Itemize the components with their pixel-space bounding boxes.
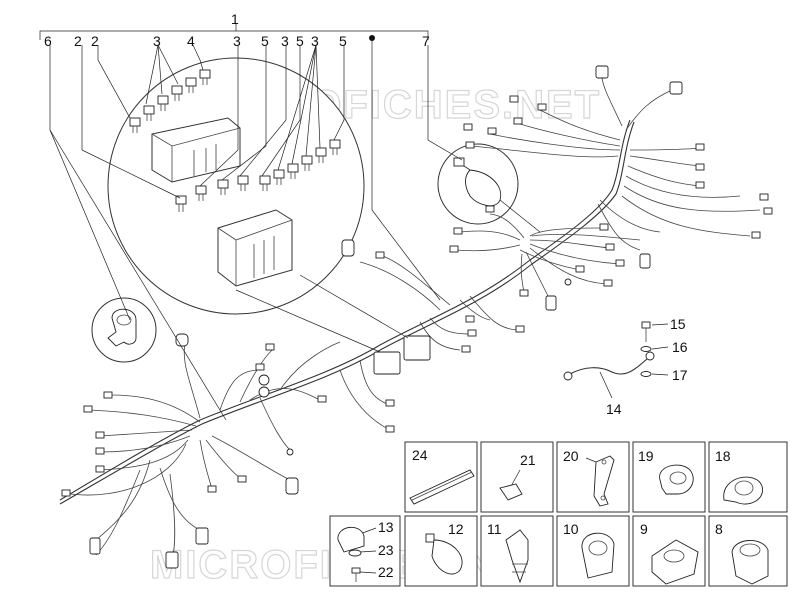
leader-lines	[49, 35, 669, 421]
callout-24: 24	[412, 447, 428, 463]
callout-21: 21	[520, 452, 536, 468]
callout-5: 5	[339, 33, 347, 49]
fuse-icon	[273, 169, 285, 185]
fuse-icon	[199, 69, 211, 85]
callout-6: 6	[44, 33, 52, 49]
callout-20: 20	[563, 448, 579, 464]
callout-5: 5	[261, 33, 269, 49]
clamp-icon	[337, 526, 365, 553]
clamp-icon	[659, 464, 694, 495]
tape-icon	[409, 469, 475, 505]
part-box-19: 19	[632, 441, 706, 513]
callout-4: 4	[187, 33, 195, 49]
clamp-icon	[723, 476, 763, 505]
washer-icon	[348, 549, 362, 557]
callout-7: 7	[422, 33, 430, 49]
fuse-icon	[287, 163, 299, 179]
fuse-icon	[175, 195, 187, 212]
assembly-bracket	[39, 23, 429, 40]
callout-15: 15	[670, 316, 686, 332]
part-box-21: 21	[480, 441, 554, 513]
callout-3: 3	[153, 33, 161, 49]
callout-17: 17	[672, 367, 688, 383]
callout-14: 14	[606, 401, 622, 417]
fuse-icon	[315, 147, 327, 163]
callout-23: 23	[378, 542, 394, 558]
callout-5: 5	[296, 33, 304, 49]
callout-11: 11	[487, 521, 502, 537]
callout-2: 2	[74, 33, 82, 49]
parts-grid: 24 21 20 19 18 13 23	[329, 441, 788, 587]
callout-3: 3	[281, 33, 289, 49]
cable-tie-detail-circle	[437, 143, 519, 225]
holder-icon	[581, 532, 615, 579]
callout-18: 18	[715, 448, 731, 464]
ground-cable	[563, 351, 655, 381]
callout-12: 12	[448, 521, 464, 537]
fuse-icon	[195, 185, 207, 201]
main-wiring-harness	[59, 77, 761, 561]
cable-tie-icon	[425, 533, 463, 575]
fuse-icon	[157, 95, 169, 111]
fuse-set-upper	[129, 69, 211, 133]
part-box-18: 18	[708, 441, 788, 513]
nut-icon	[640, 371, 652, 377]
relay-holder-icon	[217, 209, 293, 287]
callout-10: 10	[563, 521, 579, 537]
holder-icon	[731, 540, 769, 585]
fuse-icon	[171, 85, 183, 101]
fuse-icon	[329, 139, 341, 155]
fuse-icon	[259, 175, 271, 191]
callout-13: 13	[378, 519, 394, 535]
callout-22: 22	[378, 564, 394, 580]
callout-8: 8	[715, 521, 723, 537]
clip-detail-circle	[91, 297, 157, 363]
fuse-icon	[237, 175, 249, 191]
callout-2: 2	[91, 33, 99, 49]
fuse-icon	[217, 179, 229, 195]
callout-19: 19	[638, 448, 654, 464]
fuse-icon	[185, 77, 197, 93]
part-box-9: 9	[632, 515, 706, 587]
callout-labels: 1 6 2 2 3 4 3 5 3 5 3 5 7 15 16 17 14	[44, 11, 688, 417]
part-box-10: 10	[556, 515, 630, 587]
callout-16: 16	[672, 339, 688, 355]
callout-1: 1	[231, 11, 239, 27]
part-box-12: 12	[404, 515, 478, 587]
bracket-icon	[593, 455, 615, 507]
fuse-icon	[143, 105, 155, 121]
callout-3: 3	[311, 33, 319, 49]
screw-icon	[641, 321, 651, 342]
washer-icon	[640, 346, 652, 352]
holder-icon	[651, 539, 699, 585]
connectors	[61, 65, 773, 569]
part-box-24: 24	[404, 441, 478, 513]
callout-3: 3	[233, 33, 241, 49]
push-clip-icon	[505, 529, 529, 584]
callout-9: 9	[640, 521, 648, 537]
part-box-20: 20	[556, 441, 630, 513]
part-box-8: 8	[708, 515, 788, 587]
fuse-set-lower	[175, 139, 341, 212]
fuse-box-detail-circle	[107, 57, 365, 315]
part-box-11: 11	[480, 515, 554, 587]
screw-icon	[351, 567, 361, 582]
fuse-icon	[301, 155, 313, 171]
fuse-icon	[129, 117, 141, 133]
grommet-icon	[499, 483, 523, 501]
part-box-13: 13 23 22	[329, 515, 401, 587]
